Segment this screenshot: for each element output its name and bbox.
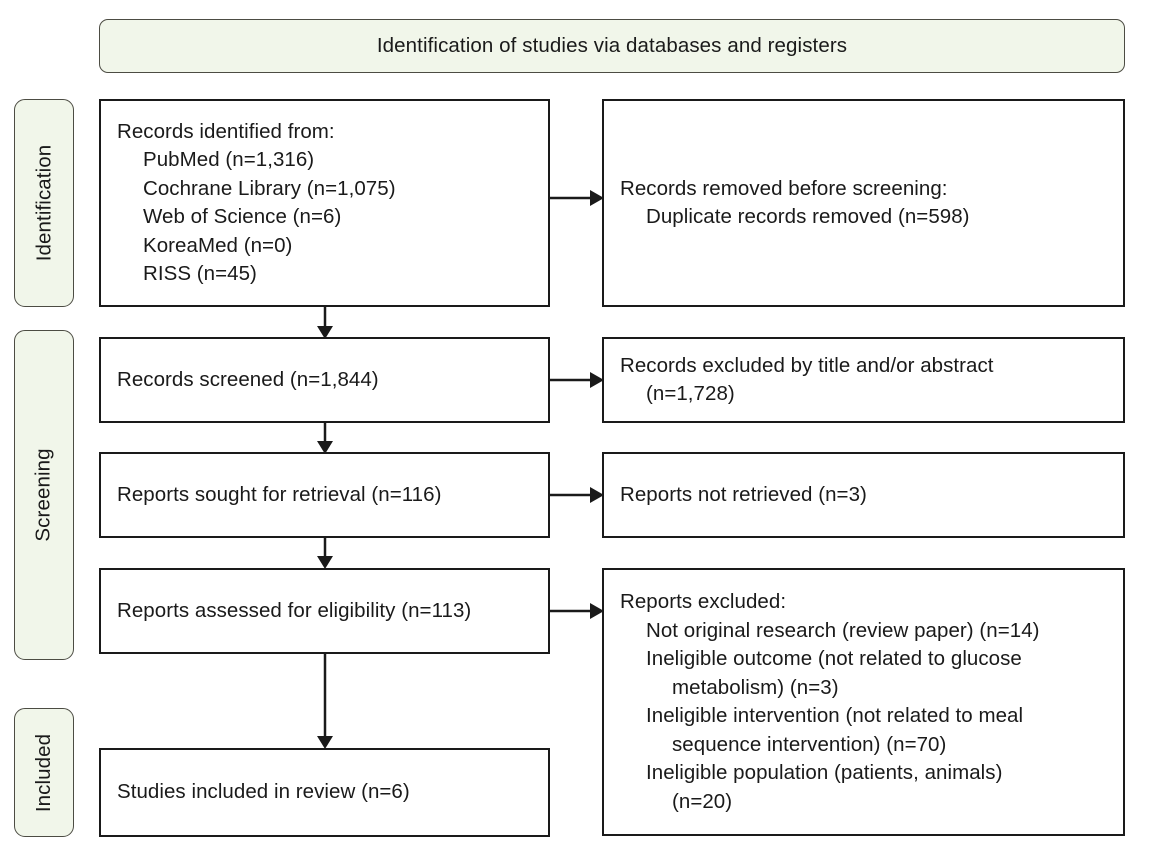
box-records-excluded: Records excluded by title and/or abstrac… (602, 337, 1125, 423)
text-line: Reports assessed for eligibility (n=113) (117, 598, 472, 622)
box-studies-included-in-review: Studies included in review (n=6) (99, 748, 550, 837)
text-line: Studies included in review (n=6) (117, 780, 410, 804)
text-line: Records screened (n=1,844) (117, 367, 379, 391)
arrow-sought-to-not-retrieved (550, 483, 604, 507)
text-line: sequence intervention) (n=70) (672, 732, 947, 756)
phase-label-included: Included (32, 733, 55, 812)
box-reports-excluded: Reports excluded: Not original research … (602, 568, 1125, 836)
text-line: Ineligible population (patients, animals… (646, 761, 1003, 784)
text-line: Cochrane Library (n=1,075) (143, 176, 396, 200)
box-reports-assessed-for-eligibility: Reports assessed for eligibility (n=113) (99, 568, 550, 654)
box-records-identified: Records identified from: PubMed (n=1,316… (99, 99, 550, 307)
text-line: Not original research (review paper) (n=… (646, 618, 1040, 642)
box-records-screened: Records screened (n=1,844) (99, 337, 550, 423)
text-line: PubMed (n=1,316) (143, 148, 315, 171)
phase-label-screening: Screening (32, 448, 55, 542)
box-reports-not-retrieved-text: Reports not retrieved (n=3) (604, 481, 1123, 510)
box-reports-not-retrieved: Reports not retrieved (n=3) (602, 452, 1125, 538)
text-line: Records removed before screening: (620, 176, 948, 200)
arrow-sought-to-assessed (313, 538, 337, 569)
identification-banner: Identification of studies via databases … (99, 19, 1125, 73)
text-line: Records identified from: (117, 119, 335, 143)
text-line: Ineligible intervention (not related to … (646, 704, 1024, 727)
text-line: Reports sought for retrieval (n=116) (117, 482, 442, 506)
box-records-removed-text: Records removed before screening: Duplic… (604, 175, 1123, 232)
box-records-identified-text: Records identified from: PubMed (n=1,316… (101, 118, 548, 289)
box-reports-sought-for-retrieval: Reports sought for retrieval (n=116) (99, 452, 550, 538)
phase-tab-screening: Screening (14, 330, 74, 660)
text-line: Web of Science (n=6) (143, 205, 342, 228)
box-records-removed: Records removed before screening: Duplic… (602, 99, 1125, 307)
text-line: Records excluded by title and/or abstrac… (620, 353, 994, 377)
phase-tab-included: Included (14, 708, 74, 837)
banner-title: Identification of studies via databases … (376, 34, 848, 57)
text-line: Reports not retrieved (n=3) (620, 482, 867, 506)
arrow-screened-to-sought (313, 423, 337, 454)
box-reports-assessed-text: Reports assessed for eligibility (n=113) (101, 597, 548, 626)
arrow-assessed-to-included (313, 654, 337, 749)
box-reports-sought-text: Reports sought for retrieval (n=116) (101, 481, 548, 510)
text-line: KoreaMed (n=0) (143, 233, 293, 257)
box-records-screened-text: Records screened (n=1,844) (101, 366, 548, 395)
text-line: Ineligible outcome (not related to gluco… (646, 647, 1022, 670)
text-line: (n=1,728) (646, 382, 735, 405)
text-line: metabolism) (n=3) (672, 675, 839, 699)
text-line: (n=20) (672, 789, 733, 813)
phase-label-identification: Identification (32, 144, 56, 262)
text-line: Duplicate records removed (n=598) (646, 205, 970, 228)
text-line: RISS (n=45) (143, 262, 257, 285)
arrow-assessed-to-reports-excluded (550, 599, 604, 623)
box-reports-excluded-text: Reports excluded: Not original research … (604, 588, 1123, 816)
text-line: Reports excluded: (620, 590, 787, 613)
box-studies-included-text: Studies included in review (n=6) (101, 778, 548, 807)
arrow-identified-to-screened (313, 307, 337, 339)
arrow-identified-to-removed (550, 186, 604, 210)
arrow-screened-to-excluded (550, 368, 604, 392)
phase-tab-identification: Identification (14, 99, 74, 307)
box-records-excluded-text: Records excluded by title and/or abstrac… (604, 352, 1123, 409)
